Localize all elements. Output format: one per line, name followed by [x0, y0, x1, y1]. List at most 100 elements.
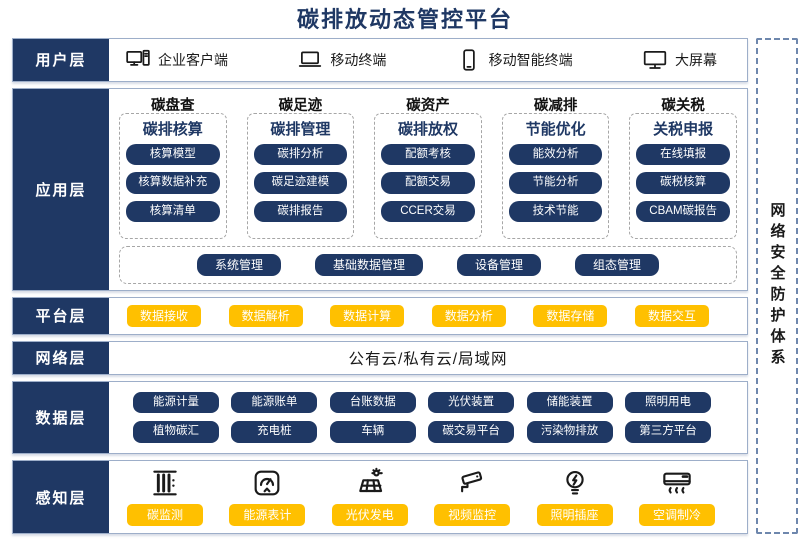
- data-chip: 充电桩: [231, 421, 318, 443]
- platform-chip: 数据解析: [228, 304, 303, 327]
- solar-panel-icon: [358, 467, 383, 493]
- data-chip: 污染物排放: [526, 421, 613, 443]
- app-column-carbon-inventory: 碳盘查 碳排核算 核算模型 核算数据补充 核算清单: [119, 94, 227, 239]
- app-chip: CBAM碳报告: [636, 200, 730, 223]
- app-column-box: 节能优化 能效分析 节能分析 技术节能: [501, 112, 610, 239]
- app-column-carbon-footprint: 碳足迹 碳排管理 碳排分析 碳足迹建模 碳排报告: [246, 94, 355, 239]
- data-chip: 储能装置: [526, 391, 613, 414]
- app-chip: 核算模型: [126, 143, 220, 166]
- app-chip: 配额考核: [381, 143, 475, 166]
- perception-item-video-surveillance: 视频监控: [434, 467, 511, 526]
- network-content: 公有云/私有云/局域网: [348, 350, 508, 368]
- user-layer-label: 用户层: [13, 39, 109, 81]
- application-layer-label: 应用层: [13, 88, 109, 290]
- app-chip: 配额交易: [381, 172, 475, 194]
- app-chip: 碳排报告: [253, 200, 348, 223]
- app-chip: 节能分析: [508, 172, 603, 194]
- app-chip: 碳排分析: [253, 143, 348, 166]
- app-column-subheader: 碳排管理: [270, 120, 331, 138]
- app-column-subheader: 节能优化: [525, 120, 586, 138]
- app-column-subheader: 碳排核算: [142, 120, 203, 138]
- cctv-camera-icon: [461, 471, 483, 493]
- data-chip: 碳交易平台: [428, 421, 515, 443]
- app-chip: 能效分析: [508, 143, 603, 166]
- app-column-box: 关税申报 在线填报 碳税核算 CBAM碳报告: [629, 112, 737, 239]
- management-chip: 系统管理: [196, 253, 281, 276]
- light-bulb-icon: [565, 471, 584, 495]
- data-layer-label: 数据层: [13, 381, 109, 454]
- perception-label: 能源表计: [229, 504, 306, 526]
- big-screen-icon: [643, 50, 667, 69]
- management-row: 系统管理 基础数据管理 设备管理 组态管理: [119, 245, 737, 284]
- app-column-subheader: 碳排放权: [397, 120, 458, 138]
- app-chip: 核算清单: [126, 200, 220, 223]
- platform-chip: 数据接收: [127, 304, 201, 327]
- app-column-header: 碳盘查: [151, 97, 195, 114]
- app-column-header: 碳足迹: [278, 97, 323, 114]
- perception-item-lighting-socket: 照明插座: [536, 467, 613, 526]
- perception-item-energy-meter: 能源表计: [229, 467, 306, 526]
- network-layer-section: 网络层 公有云/私有云/局域网: [12, 340, 748, 375]
- data-row-2: 植物碳汇 充电桩 车辆 碳交易平台 污染物排放 第三方平台: [133, 421, 711, 443]
- app-chip: 核算数据补充: [126, 172, 220, 194]
- app-column-box: 碳排放权 配额考核 配额交易 CCER交易: [374, 112, 482, 239]
- app-column-header: 碳关税: [661, 97, 705, 114]
- data-chip: 照明用电: [624, 391, 711, 414]
- air-conditioner-icon: [663, 472, 691, 494]
- user-item-label: 大屏幕: [674, 51, 717, 68]
- platform-chip: 数据计算: [330, 304, 405, 327]
- data-chip: 植物碳汇: [133, 421, 219, 443]
- app-chip: 碳税核算: [636, 172, 730, 194]
- perception-label: 视频监控: [434, 504, 511, 526]
- carbon-monitor-icon: [153, 470, 177, 496]
- data-chip: 能源计量: [133, 391, 219, 414]
- data-layer-section: 数据层 能源计量 能源账单 台账数据 光伏装置 储能装置 照明用电 植物碳汇 充…: [12, 380, 748, 455]
- user-item-smart-mobile-terminal: 移动智能终端: [456, 47, 573, 73]
- user-item-mobile-terminal: 移动终端: [297, 47, 386, 73]
- app-chip: 碳足迹建模: [253, 172, 348, 194]
- desktop-pc-icon: [126, 49, 150, 66]
- platform-chip: 数据分析: [431, 304, 506, 327]
- app-column-carbon-reduction: 碳减排 节能优化 能效分析 节能分析 技术节能: [501, 94, 610, 239]
- app-chip: 在线填报: [636, 143, 730, 166]
- laptop-icon: [299, 51, 322, 67]
- app-column-box: 碳排核算 核算模型 核算数据补充 核算清单: [119, 112, 227, 239]
- data-chip: 台账数据: [329, 391, 416, 414]
- energy-meter-icon: [254, 470, 280, 496]
- app-column-header: 碳资产: [406, 97, 450, 114]
- perception-label: 光伏发电: [331, 504, 408, 526]
- user-item-label: 移动智能终端: [488, 51, 573, 68]
- user-layer-section: 用户层 企业客户端 移动终端: [12, 38, 748, 82]
- perception-item-air-conditioning: 空调制冷: [638, 467, 715, 526]
- platform-chip: 数据存储: [533, 304, 608, 327]
- user-item-big-screen: 大屏幕: [642, 47, 717, 73]
- perception-item-pv-generation: 光伏发电: [331, 467, 408, 526]
- page-title: 碳排放动态管控平台: [296, 7, 513, 32]
- user-item-label: 企业客户端: [158, 51, 228, 68]
- data-chip: 光伏装置: [428, 391, 515, 414]
- user-item-enterprise-client: 企业客户端: [125, 47, 228, 73]
- perception-label: 碳监测: [127, 504, 203, 526]
- perception-label: 照明插座: [536, 504, 613, 526]
- app-column-carbon-tariff: 碳关税 关税申报 在线填报 碳税核算 CBAM碳报告: [629, 94, 737, 239]
- application-layer-section: 应用层 碳盘查 碳排核算 核算模型 核算数据补充 核算清单: [12, 87, 748, 291]
- network-security-bar: 网络安全防护体系: [756, 38, 798, 534]
- platform-layer-label: 平台层: [13, 297, 109, 334]
- platform-chip: 数据交互: [634, 304, 709, 327]
- perception-layer-section: 感知层 碳监测: [12, 460, 748, 534]
- smartphone-icon: [462, 49, 475, 71]
- platform-layer-section: 平台层 数据接收 数据解析 数据计算 数据分析 数据存储 数据交互: [12, 296, 748, 335]
- perception-label: 空调制冷: [638, 504, 715, 526]
- perception-layer-label: 感知层: [13, 461, 109, 533]
- data-row-1: 能源计量 能源账单 台账数据 光伏装置 储能装置 照明用电: [133, 391, 711, 414]
- user-item-label: 移动终端: [330, 51, 387, 68]
- app-column-carbon-asset: 碳资产 碳排放权 配额考核 配额交易 CCER交易: [374, 94, 482, 239]
- management-chip: 组态管理: [575, 253, 660, 276]
- data-chip: 车辆: [329, 421, 416, 443]
- network-layer-label: 网络层: [13, 341, 109, 374]
- app-chip: CCER交易: [381, 200, 475, 223]
- app-column-subheader: 关税申报: [653, 120, 714, 138]
- network-security-label: 网络安全防护体系: [768, 202, 786, 370]
- app-column-header: 碳减排: [533, 97, 578, 114]
